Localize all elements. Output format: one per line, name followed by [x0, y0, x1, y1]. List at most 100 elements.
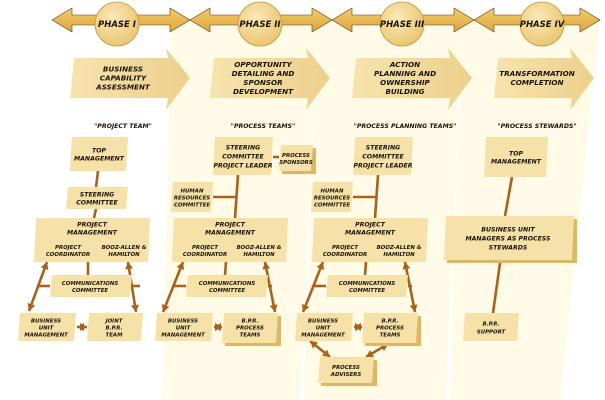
p2-steering-text-line: STEERING: [226, 145, 260, 152]
p3-arrow-bu-advisers-head: [322, 349, 330, 357]
p3-hr-text-line: HUMAN: [321, 189, 344, 195]
p2-bu-text-line: MANAGEMENT: [161, 333, 206, 339]
p2-arrow-pm-bu-head: [176, 262, 185, 270]
p1-arrow-pm-bu-head: [40, 262, 49, 270]
p3-business-unit-management: [295, 313, 353, 341]
p1-pm-left-text-line: PROJECT: [55, 245, 82, 251]
p4-stewards-text-line: STEWARDS: [489, 245, 528, 252]
phase-4-team-label: "PROCESS STEWARDS": [497, 123, 576, 130]
p2-project-management: [172, 218, 288, 262]
phase-1-label: PHASE I: [98, 20, 136, 30]
phase-2-circle: [237, 1, 283, 47]
p2-bpr-process-teams: [222, 313, 281, 346]
p3-steering-text-line: PROJECT LEADER: [353, 163, 412, 170]
phase-3-panel: [304, 18, 462, 400]
p3-arrow-bu-team-tail: [354, 323, 361, 331]
p3-pm-left-text-line: PROJECT: [332, 245, 359, 251]
p1-pm-left-text-line: COORDINATOR: [46, 252, 90, 258]
p3-process-advisers: [318, 357, 377, 386]
p1-pm-text-line: PROJECT: [77, 222, 108, 229]
p1-joint-bpr-team: [87, 313, 143, 341]
phase-2-panel: [162, 18, 318, 400]
p3-conn-pm-comm: [363, 261, 368, 276]
p1-arrow-pm-team-head: [130, 304, 139, 312]
p4-top-text-line: MANAGEMENT: [491, 159, 542, 166]
p2-arrow-pm-team-head: [269, 304, 278, 312]
phase-4-circle: [519, 1, 565, 47]
phase-3-stage-text-line: OWNERSHIP: [380, 78, 430, 87]
p1-comm-text-line: COMMUNICATIONS: [62, 281, 119, 287]
p3-advisers-text-line: PROCESS: [332, 365, 360, 371]
p1-top-management-text-line: TOP: [92, 148, 106, 155]
p2-conn-pm-comm: [223, 261, 228, 276]
p3-conn-steering-pm: [373, 174, 380, 219]
p2-steering-text-line: COMMITTEE: [222, 154, 264, 161]
phase-4-stage-text-line: TRANSFORMATION: [499, 69, 574, 78]
phase-4-stage-arrow: [494, 48, 594, 110]
phase-3-stage-arrow: [352, 48, 472, 110]
p1-steering-committee: [66, 187, 128, 209]
p1-conn-steering-pm: [92, 208, 98, 219]
p2-sponsors-text-line: SPONSORS: [279, 160, 313, 166]
phase-3-stage-text-line: BUILDING: [385, 87, 424, 96]
phase-1-header-arrow: [51, 1, 191, 47]
p2-team-text-line: PROCESS: [236, 326, 264, 332]
phase-2-stage-text-line: OPPORTUNITY: [234, 60, 292, 69]
phase-2-stage-text-line: DEVELOPMENT: [233, 87, 294, 96]
p2-human-resources-committee: [171, 182, 213, 212]
p3-communications-committee: [326, 275, 408, 297]
p1-pm-right-text-line: HAMILTON: [108, 252, 140, 258]
phase-1-stage-arrow: [70, 48, 190, 110]
p1-team-text-line: JOINT: [105, 319, 124, 325]
p3-arrow-pm-team-head: [409, 304, 418, 312]
p2-steering-text-line: PROJECT LEADER: [213, 163, 272, 170]
p2-hr-text-line: HUMAN: [181, 189, 204, 195]
p4-stewards-text-line: BUSINESS UNIT: [481, 227, 535, 234]
p1-pm-text-line: MANAGEMENT: [67, 230, 118, 237]
p2-business-unit-management: [155, 313, 213, 341]
p3-human-resources-committee: [311, 182, 353, 212]
p2-sponsors-text-line: PROCESS: [282, 153, 310, 159]
phase-3-team-label: "PROCESS PLANNING TEAMS": [354, 123, 457, 130]
phase-1-stage-text-line: CAPABILITY: [100, 74, 147, 83]
phase-3-circle: [379, 1, 425, 47]
p1-steering-text-line: COMMITTEE: [76, 200, 118, 207]
phase-1-stage-text-line: ASSESSMENT: [95, 83, 151, 92]
p1-arrow-pm-bu-tail: [27, 303, 36, 311]
p3-arrow-pm-team-tail: [402, 262, 411, 270]
p4-top-text-line: TOP: [509, 151, 523, 158]
p4-support-text-line: B.P.R.: [482, 322, 499, 328]
phase-2-stage-text-line: SPONSOR: [243, 78, 282, 87]
p1-pm-right-text-line: BOOZ-ALLEN &: [102, 245, 147, 251]
p4-support-text-line: SUPPORT: [477, 330, 507, 336]
p2-communications-committee: [186, 275, 268, 297]
p2-pm-left-text-line: COORDINATOR: [183, 252, 227, 258]
p3-team-text-line: PROCESS: [376, 326, 404, 332]
p3-bu-text-line: MANAGEMENT: [301, 333, 346, 339]
p1-bu-text-line: BUSINESS: [31, 319, 61, 325]
p3-project-management: [312, 218, 428, 262]
p1-communications-committee: [50, 275, 132, 297]
p2-arrow-pm-team-tail: [262, 262, 271, 270]
p2-pm-text-line: MANAGEMENT: [205, 230, 256, 237]
p2-hr-text-line: RESOURCES: [174, 196, 210, 202]
p4-bpr-support: [463, 313, 519, 341]
phase-2-label: PHASE II: [239, 20, 280, 30]
p1-bu-text-line: UNIT: [39, 326, 55, 332]
p3-bpr-process-teams: [362, 313, 421, 346]
p3-hr-text-line: RESOURCES: [314, 196, 350, 202]
p4-stewards-text-line: MANAGERS AS PROCESS: [465, 236, 551, 243]
phase-2-stage-text-line: DETAILING AND: [232, 69, 295, 78]
phase-3-stage-text-line: ACTION: [389, 60, 420, 69]
p3-bu-text-line: UNIT: [316, 326, 332, 332]
p2-bu-text-line: UNIT: [176, 326, 192, 332]
p3-arrow-pm-bu-tail: [301, 304, 310, 312]
p3-hr-text-line: COMMITTEE: [314, 203, 350, 209]
p3-comm-text-line: COMMUNICATIONS: [339, 281, 396, 287]
p3-advisers-text-line: ADVISERS: [330, 372, 362, 378]
phase-1-circle: [94, 1, 140, 47]
p3-steering-committee: [353, 137, 413, 175]
p2-comm-text-line: COMMUNICATIONS: [199, 281, 256, 287]
p4-conn-stewards-support: [491, 262, 502, 314]
phase-4-label: PHASE IV: [520, 20, 566, 30]
